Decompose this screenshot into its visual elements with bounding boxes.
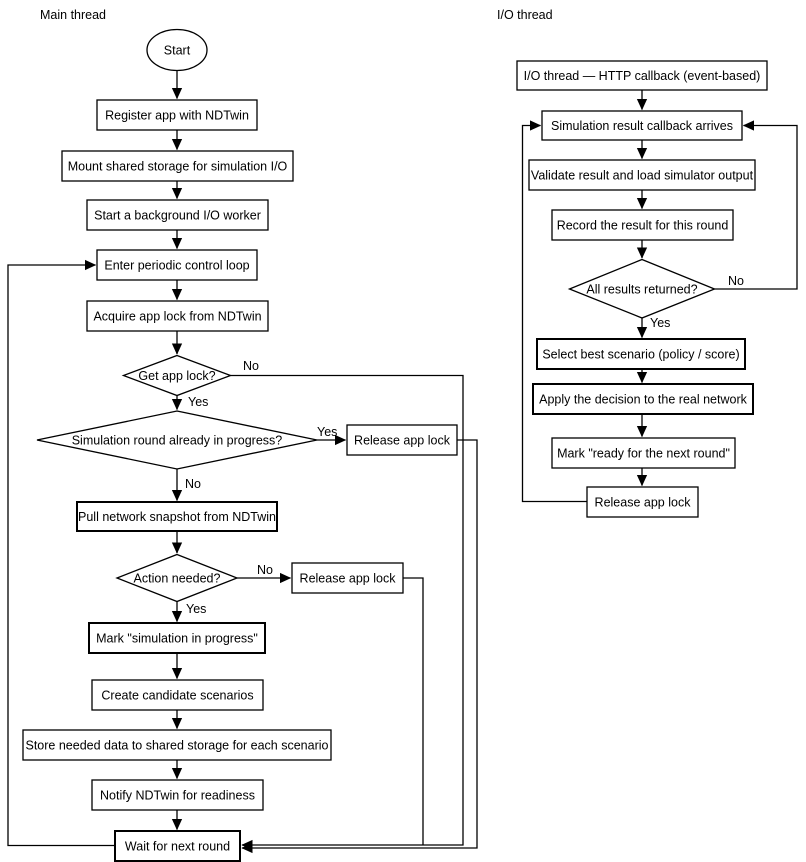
- io-thread-edges: [521, 90, 798, 503]
- edge-getlock-no-to-wait: [230, 374, 464, 851]
- record-box: [551, 209, 734, 241]
- marksim-box: [88, 622, 266, 654]
- io-thread-title: I/O thread: [497, 8, 553, 22]
- node-release-lock-mid: Release app lock: [291, 562, 404, 594]
- main-thread-edges: [7, 70, 478, 854]
- markready-box: [551, 437, 736, 469]
- record-label: Record the result for this round: [557, 218, 729, 232]
- loop-label: Enter periodic control loop: [104, 258, 249, 272]
- node-register-app: Register app with NDTwin: [96, 99, 258, 131]
- simround-no-label: No: [185, 477, 201, 491]
- release-top-label: Release app lock: [354, 433, 451, 447]
- release-mid-label: Release app lock: [300, 571, 397, 585]
- mount-label: Mount shared storage for simulation I/O: [68, 159, 288, 173]
- getlock-label: Get app lock?: [138, 369, 215, 383]
- node-mark-ready: Mark "ready for the next round": [551, 437, 736, 469]
- node-release-lock-io: Release app lock: [586, 486, 699, 518]
- node-store-data: Store needed data to shared storage for …: [22, 729, 332, 761]
- allresults-yes-label: Yes: [650, 316, 670, 330]
- edge-wait-loop-to-control: [7, 259, 115, 847]
- node-start: Start: [146, 28, 208, 72]
- http-label: I/O thread — HTTP callback (event-based): [524, 69, 761, 83]
- mount-box: [61, 150, 294, 182]
- node-release-lock-top: Release app lock: [346, 424, 458, 456]
- callback-box: [541, 110, 743, 141]
- decision-action-needed: Action needed?: [115, 553, 239, 603]
- node-mark-sim-progress: Mark "simulation in progress": [88, 622, 266, 654]
- store-label: Store needed data to shared storage for …: [26, 738, 329, 752]
- apply-label: Apply the decision to the real network: [539, 392, 748, 406]
- create-label: Create candidate scenarios: [101, 688, 253, 702]
- node-wait-next-round: Wait for next round: [114, 830, 241, 862]
- simround-diamond: [36, 410, 318, 470]
- release-top-box: [346, 424, 458, 456]
- acquire-label: Acquire app lock from NDTwin: [93, 309, 261, 323]
- markready-label: Mark "ready for the next round": [557, 446, 730, 460]
- node-notify-readiness: Notify NDTwin for readiness: [91, 779, 264, 811]
- worker-box: [86, 199, 269, 231]
- node-acquire-lock: Acquire app lock from NDTwin: [86, 300, 269, 332]
- wait-box: [114, 830, 241, 862]
- start-ellipse: [146, 28, 208, 72]
- node-mount-storage: Mount shared storage for simulation I/O: [61, 150, 294, 182]
- apply-box: [532, 383, 754, 415]
- marksim-label: Mark "simulation in progress": [96, 631, 258, 645]
- node-io-worker: Start a background I/O worker: [86, 199, 269, 231]
- edge-release-loop-to-callback: [521, 120, 587, 503]
- action-no-label: No: [257, 563, 273, 577]
- create-box: [91, 679, 264, 711]
- acquire-box: [86, 300, 269, 332]
- action-diamond: [115, 553, 239, 603]
- edge-release-top-to-wait: [241, 439, 478, 854]
- loop-box: [96, 249, 258, 281]
- pull-label: Pull network snapshot from NDTwin: [78, 510, 276, 524]
- edge-allresults-no-loop: [714, 120, 798, 290]
- node-validate-result: Validate result and load simulator outpu…: [528, 159, 756, 191]
- allresults-diamond: [567, 258, 717, 319]
- getlock-yes-label: Yes: [188, 395, 208, 409]
- main-thread-title: Main thread: [40, 8, 106, 22]
- edge-labels: No Yes Yes No No Yes No Yes: [185, 274, 744, 616]
- worker-label: Start a background I/O worker: [94, 208, 261, 222]
- node-control-loop: Enter periodic control loop: [96, 249, 258, 281]
- allresults-label: All results returned?: [586, 282, 697, 296]
- notify-label: Notify NDTwin for readiness: [100, 788, 255, 802]
- node-callback-arrives: Simulation result callback arrives: [541, 110, 743, 141]
- validate-label: Validate result and load simulator outpu…: [531, 168, 754, 182]
- wait-label: Wait for next round: [125, 839, 230, 853]
- getlock-diamond: [121, 354, 233, 397]
- pull-box: [76, 501, 278, 532]
- release-io-label: Release app lock: [595, 495, 692, 509]
- simround-label: Simulation round already in progress?: [72, 433, 283, 447]
- simround-yes-label: Yes: [317, 425, 337, 439]
- decision-sim-round-in-progress: Simulation round already in progress?: [36, 410, 318, 470]
- register-label: Register app with NDTwin: [105, 108, 249, 122]
- register-box: [96, 99, 258, 131]
- action-yes-label: Yes: [186, 602, 206, 616]
- callback-label: Simulation result callback arrives: [551, 119, 733, 133]
- node-http-callback: I/O thread — HTTP callback (event-based): [516, 60, 768, 91]
- notify-box: [91, 779, 264, 811]
- node-select-scenario: Select best scenario (policy / score): [536, 338, 746, 370]
- select-box: [536, 338, 746, 370]
- node-record-result: Record the result for this round: [551, 209, 734, 241]
- release-io-box: [586, 486, 699, 518]
- action-label: Action needed?: [134, 571, 221, 585]
- start-label: Start: [164, 43, 191, 57]
- http-box: [516, 60, 768, 91]
- edge-release-mid-to-wait: [403, 577, 424, 845]
- release-mid-box: [291, 562, 404, 594]
- node-create-scenarios: Create candidate scenarios: [91, 679, 264, 711]
- validate-box: [528, 159, 756, 191]
- decision-get-app-lock: Get app lock?: [121, 354, 233, 397]
- allresults-no-label: No: [728, 274, 744, 288]
- select-label: Select best scenario (policy / score): [542, 347, 739, 361]
- store-box: [22, 729, 332, 761]
- getlock-no-label: No: [243, 359, 259, 373]
- node-apply-decision: Apply the decision to the real network: [532, 383, 754, 415]
- node-pull-snapshot: Pull network snapshot from NDTwin: [76, 501, 278, 532]
- decision-all-results-returned: All results returned?: [567, 258, 717, 319]
